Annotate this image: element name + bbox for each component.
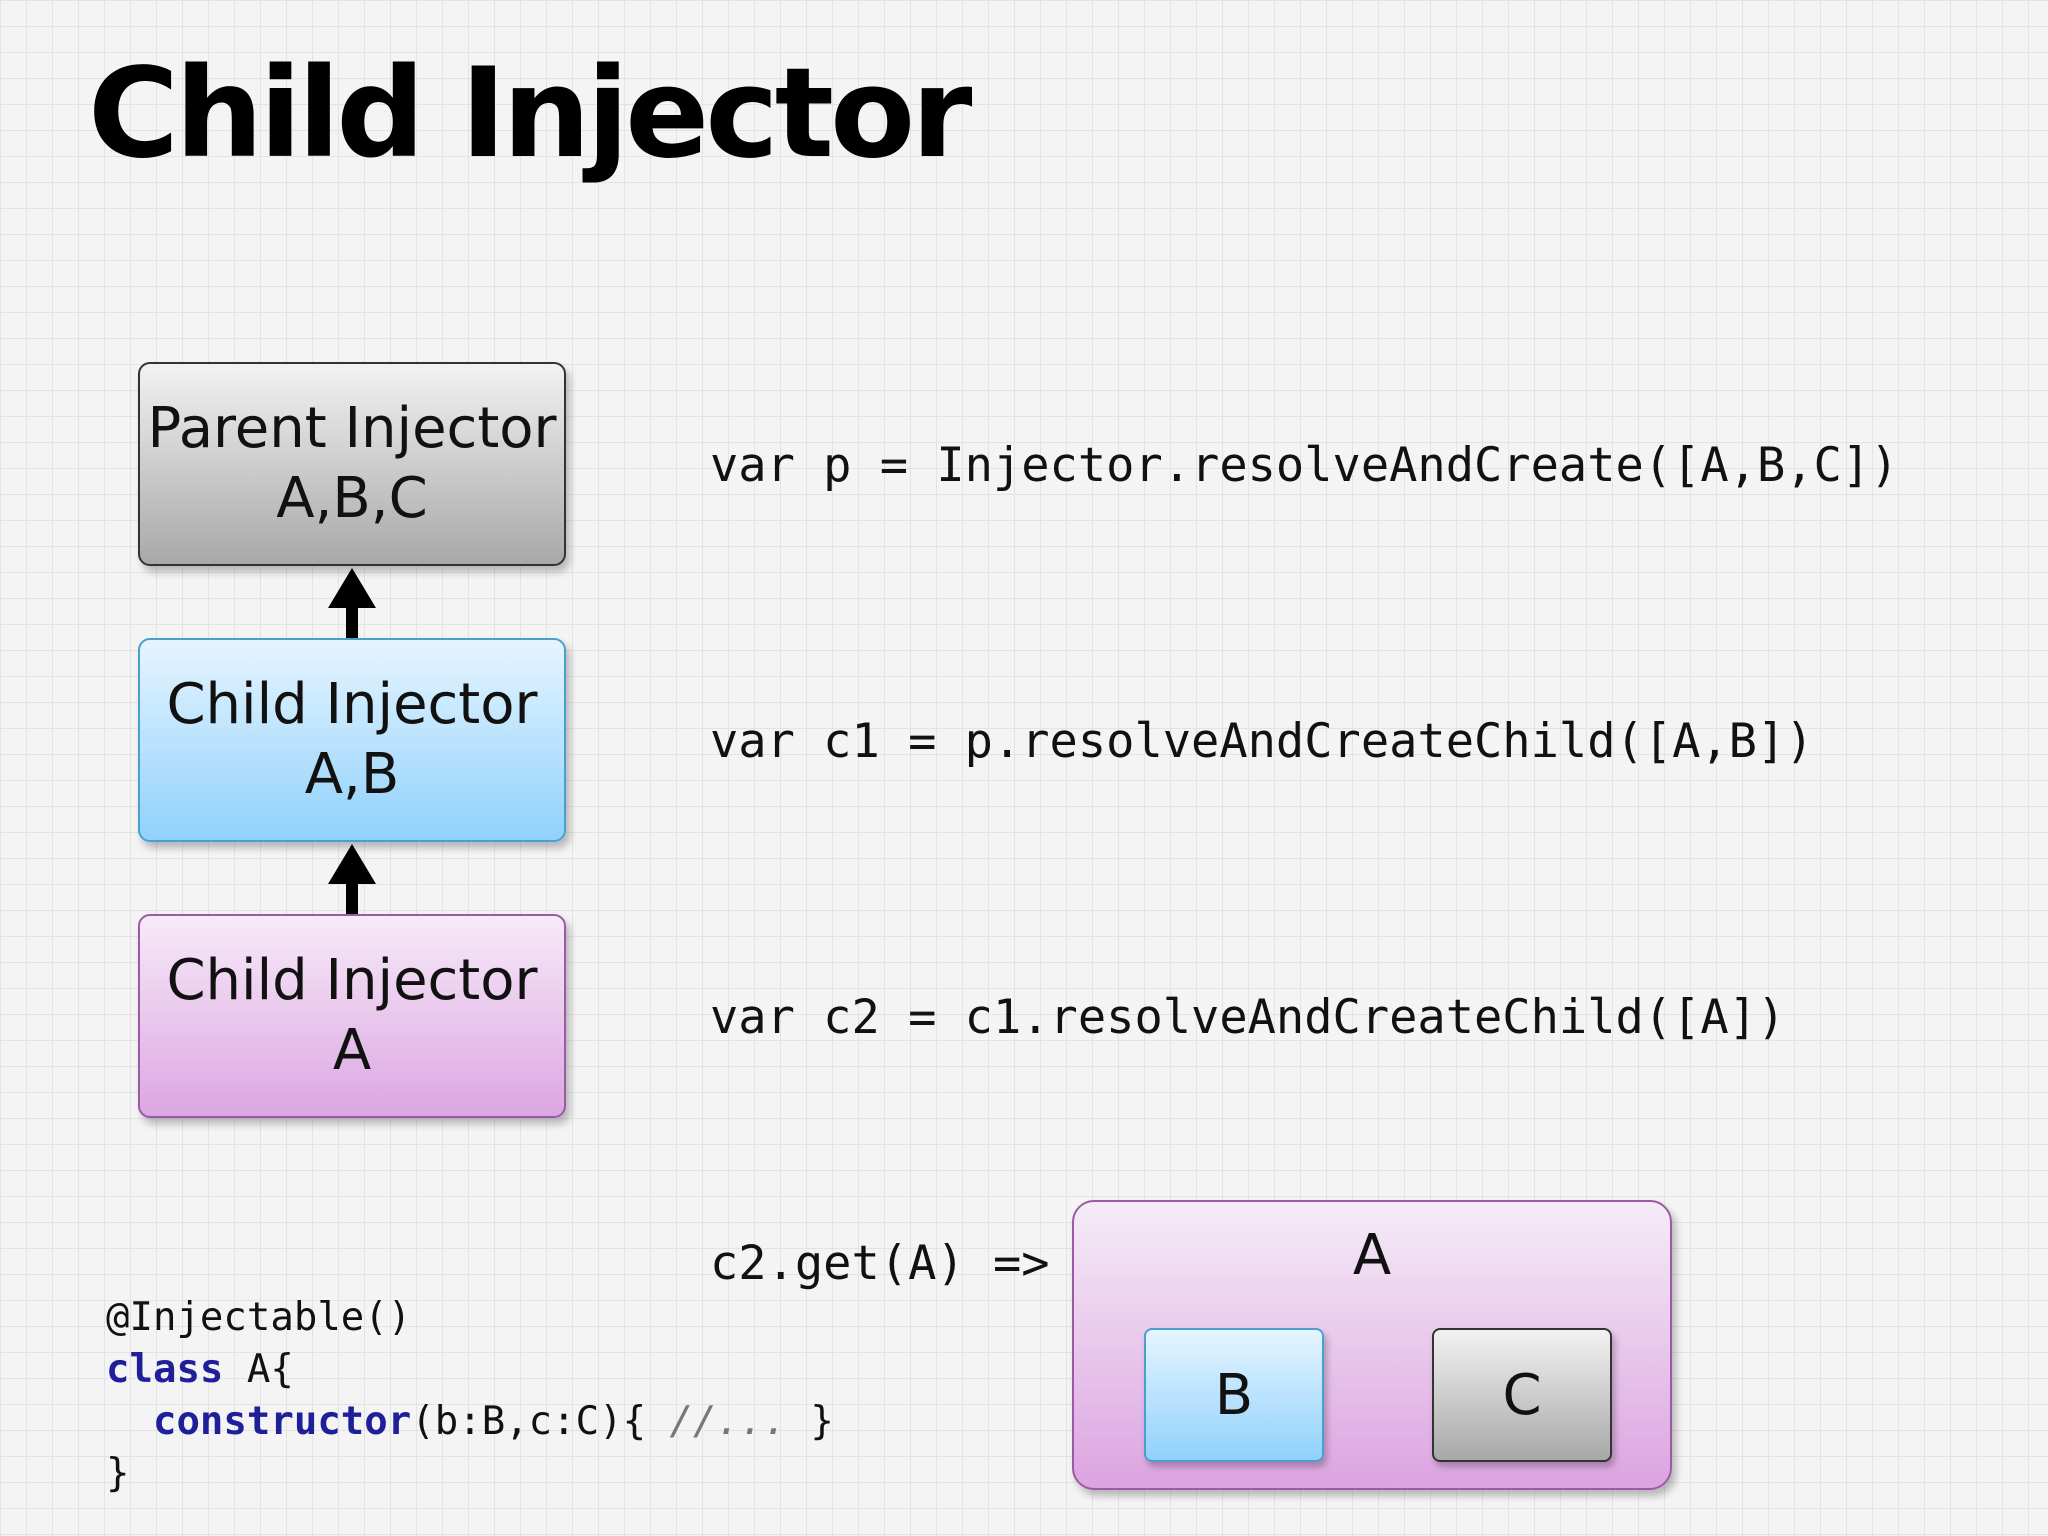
instance-c-box: C	[1432, 1328, 1612, 1462]
instance-b-label: B	[1214, 1362, 1254, 1428]
snippet-constructor-params: (b:B,c:C){	[411, 1399, 670, 1444]
class-snippet: @Injectable() class A{ constructor(b:B,c…	[106, 1292, 834, 1500]
code-line-parent: var p = Injector.resolveAndCreate([A,B,C…	[710, 438, 1899, 493]
parent-injector-label: Parent Injector	[147, 396, 557, 461]
slide-title: Child Injector	[88, 42, 972, 186]
snippet-comment: //...	[669, 1399, 787, 1444]
child-injector-2-providers: A	[332, 1018, 372, 1083]
child-injector-1-providers: A,B	[304, 742, 400, 807]
code-line-child2: var c2 = c1.resolveAndCreateChild([A])	[710, 990, 1786, 1045]
child-injector-1-box: Child Injector A,B	[138, 638, 566, 842]
child-injector-1-label: Child Injector	[166, 672, 538, 737]
parent-injector-providers: A,B,C	[276, 466, 428, 531]
arrow-up-icon	[328, 568, 376, 638]
child-injector-2-box: Child Injector A	[138, 914, 566, 1118]
child-injector-2-label: Child Injector	[166, 948, 538, 1013]
snippet-constructor-end: }	[786, 1399, 834, 1444]
snippet-class-name: A{	[223, 1347, 294, 1392]
instance-a-box: A B C	[1072, 1200, 1672, 1490]
code-line-child1: var c1 = p.resolveAndCreateChild([A,B])	[710, 714, 1814, 769]
snippet-class-keyword: class	[106, 1347, 224, 1392]
arrow-up-icon	[328, 844, 376, 914]
snippet-decorator: @Injectable()	[106, 1295, 412, 1340]
snippet-constructor-keyword: constructor	[152, 1399, 412, 1444]
instance-b-box: B	[1144, 1328, 1324, 1462]
instance-c-label: C	[1502, 1362, 1542, 1428]
instance-a-label: A	[1352, 1223, 1392, 1288]
parent-injector-box: Parent Injector A,B,C	[138, 362, 566, 566]
snippet-class-close: }	[106, 1451, 130, 1496]
code-line-get: c2.get(A) =>	[710, 1236, 1050, 1291]
